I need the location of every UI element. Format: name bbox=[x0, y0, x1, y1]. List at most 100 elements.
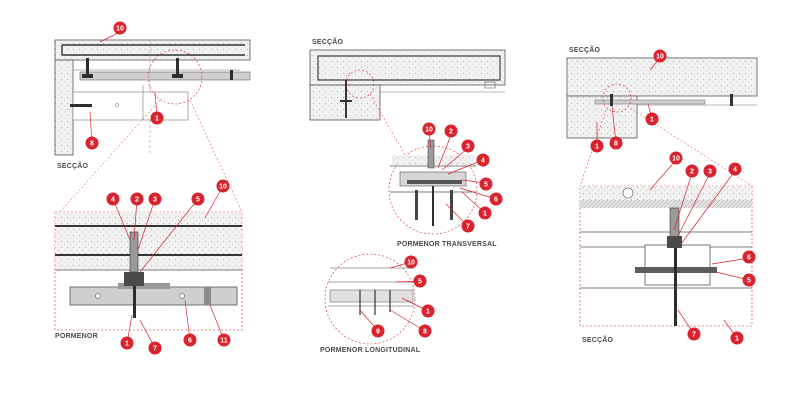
callout-marker: 10 bbox=[669, 151, 683, 165]
callout-marker-number: 2 bbox=[449, 129, 453, 136]
callout-marker-circle bbox=[421, 304, 435, 318]
callout-marker-number: 10 bbox=[219, 184, 227, 191]
callout-marker-number: 5 bbox=[196, 197, 200, 204]
callout-marker: 1 bbox=[421, 304, 435, 318]
callout-marker: 5 bbox=[742, 273, 756, 287]
right-section-label-top: SECÇÃO bbox=[569, 45, 601, 54]
callout-marker-number: 2 bbox=[690, 169, 694, 176]
callout-marker-number: 1 bbox=[483, 211, 487, 218]
callout-marker-circle bbox=[728, 162, 742, 176]
callout-marker-circle bbox=[478, 206, 492, 220]
callout-marker-number: 10 bbox=[407, 260, 415, 267]
right-detail-drawing bbox=[579, 185, 753, 327]
callout-marker: 1 bbox=[590, 139, 604, 153]
callout-marker: 3 bbox=[148, 192, 162, 206]
left-section-label: SECÇÃO bbox=[57, 161, 89, 170]
callout-marker-circle bbox=[183, 333, 197, 347]
callout-marker-number: 4 bbox=[733, 167, 737, 174]
right-section-label-bottom: SECÇÃO bbox=[582, 335, 614, 344]
callout-marker-circle bbox=[130, 192, 144, 206]
callout-marker: 5 bbox=[479, 177, 493, 191]
callout-marker-number: 8 bbox=[614, 141, 618, 148]
callout-marker-circle bbox=[685, 164, 699, 178]
callout-marker-number: 5 bbox=[418, 279, 422, 286]
callout-marker-circle bbox=[120, 336, 134, 350]
callout-marker: 8 bbox=[609, 136, 623, 150]
callout-marker-circle bbox=[489, 192, 503, 206]
callout-marker-circle bbox=[590, 139, 604, 153]
callout-marker: 1 bbox=[120, 336, 134, 350]
callout-marker-circle bbox=[404, 255, 418, 269]
callout-marker-number: 10 bbox=[656, 54, 664, 61]
middle-transversal-label: PORMENOR TRANSVERSAL bbox=[397, 241, 497, 248]
callout-marker: 1 bbox=[645, 112, 659, 126]
callout-marker-number: 7 bbox=[466, 224, 470, 231]
callout-marker: 2 bbox=[130, 192, 144, 206]
callout-marker-number: 6 bbox=[494, 197, 498, 204]
middle-longitudinal-label: PORMENOR LONGITUDINAL bbox=[320, 347, 421, 354]
left-section-drawing bbox=[54, 39, 251, 213]
middle-longitudinal-detail bbox=[324, 253, 416, 345]
callout-marker-circle bbox=[191, 192, 205, 206]
callout-marker: 10 bbox=[404, 255, 418, 269]
callout-marker: 1 bbox=[478, 206, 492, 220]
callout-marker-circle bbox=[645, 112, 659, 126]
callout-marker-circle bbox=[216, 179, 230, 193]
callout-marker: 3 bbox=[703, 164, 717, 178]
callout-marker-circle bbox=[444, 124, 458, 138]
callout-marker-circle bbox=[113, 21, 127, 35]
callout-marker: 2 bbox=[685, 164, 699, 178]
callout-marker-circle bbox=[461, 139, 475, 153]
callout-marker-number: 1 bbox=[650, 117, 654, 124]
callout-marker-number: 2 bbox=[135, 197, 139, 204]
callout-marker: 1 bbox=[150, 111, 164, 125]
callout-marker-number: 11 bbox=[220, 338, 228, 345]
callout-marker-circle bbox=[106, 192, 120, 206]
callout-marker-number: 10 bbox=[116, 26, 124, 33]
callout-marker: 6 bbox=[183, 333, 197, 347]
callout-marker-number: 1 bbox=[595, 144, 599, 151]
callout-marker-number: 5 bbox=[747, 278, 751, 285]
callout-marker: 7 bbox=[687, 327, 701, 341]
callout-marker-circle bbox=[413, 274, 427, 288]
callout-marker-circle bbox=[422, 122, 436, 136]
callout-marker: 10 bbox=[653, 49, 667, 63]
callout-marker-number: 3 bbox=[466, 144, 470, 151]
callout-marker: 7 bbox=[148, 341, 162, 355]
callout-marker-number: 8 bbox=[90, 141, 94, 148]
callout-marker-number: 1 bbox=[125, 341, 129, 348]
callout-marker: 8 bbox=[418, 324, 432, 338]
callout-marker: 9 bbox=[371, 324, 385, 338]
callout-marker-circle bbox=[217, 333, 231, 347]
callout-marker-circle bbox=[418, 324, 432, 338]
callout-marker-number: 8 bbox=[423, 329, 427, 336]
callout-marker-circle bbox=[742, 273, 756, 287]
callout-marker: 10 bbox=[216, 179, 230, 193]
left-detail-drawing bbox=[54, 211, 243, 331]
callout-marker-circle bbox=[479, 177, 493, 191]
callout-marker: 6 bbox=[742, 250, 756, 264]
callout-marker: 8 bbox=[85, 136, 99, 150]
callout-marker: 7 bbox=[461, 219, 475, 233]
callout-marker-circle bbox=[148, 341, 162, 355]
callout-marker-number: 7 bbox=[692, 332, 696, 339]
callout-marker-circle bbox=[85, 136, 99, 150]
callout-marker-number: 9 bbox=[376, 329, 380, 336]
callout-marker: 6 bbox=[489, 192, 503, 206]
callout-marker-number: 7 bbox=[153, 346, 157, 353]
callout-marker-number: 3 bbox=[153, 197, 157, 204]
callout-marker-number: 1 bbox=[155, 116, 159, 123]
callout-marker-circle bbox=[461, 219, 475, 233]
callout-marker-number: 6 bbox=[747, 255, 751, 262]
left-detail-label: PORMENOR bbox=[55, 333, 98, 340]
callout-marker-circle bbox=[476, 153, 490, 167]
callout-marker-circle bbox=[742, 250, 756, 264]
callout-marker-circle bbox=[150, 111, 164, 125]
callout-marker-circle bbox=[653, 49, 667, 63]
callout-marker: 11 bbox=[217, 333, 231, 347]
callout-marker: 4 bbox=[476, 153, 490, 167]
callout-marker-number: 4 bbox=[481, 158, 485, 165]
callout-marker: 5 bbox=[413, 274, 427, 288]
callout-marker-number: 4 bbox=[111, 197, 115, 204]
callout-marker-circle bbox=[371, 324, 385, 338]
